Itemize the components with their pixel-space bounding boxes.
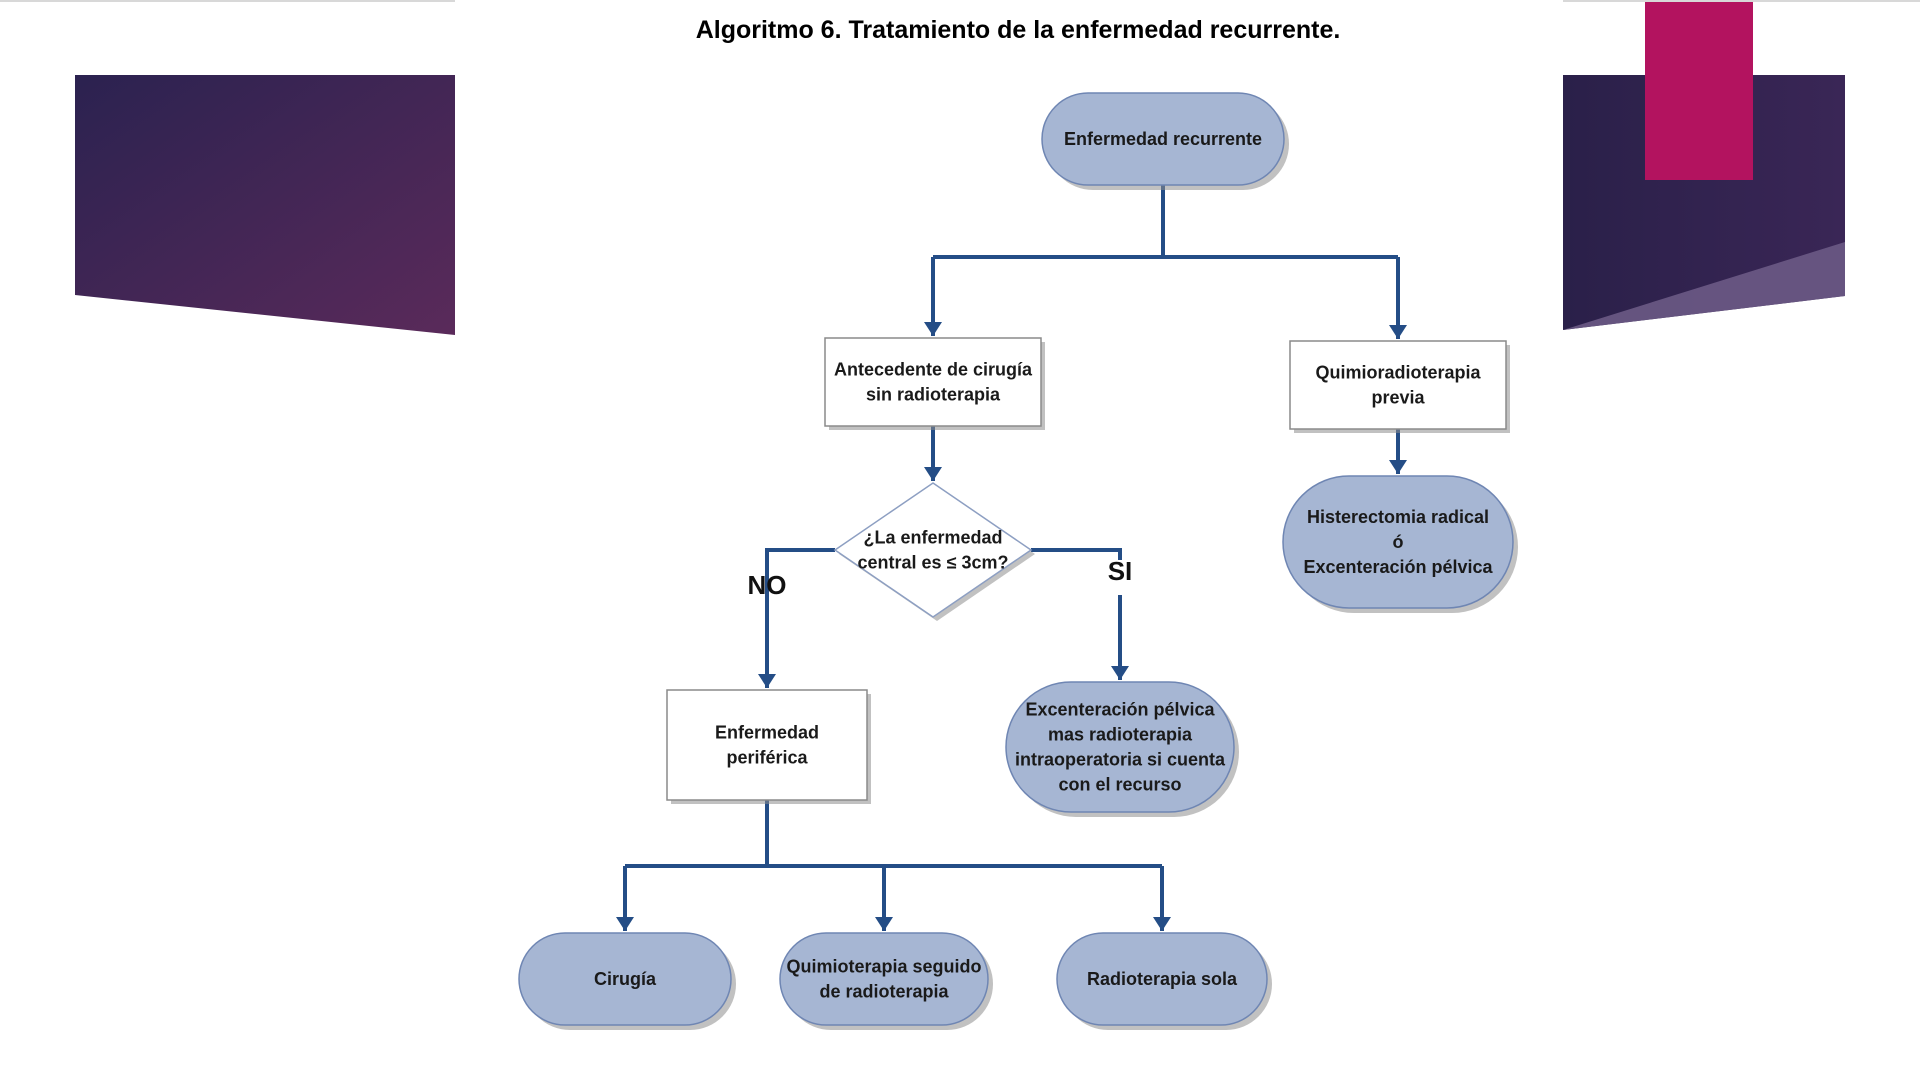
arrowhead — [924, 467, 942, 481]
flowchart-title: Algoritmo 6. Tratamiento de la enfermeda… — [696, 16, 1341, 44]
arrowhead — [758, 674, 776, 688]
arrowhead — [1153, 917, 1171, 931]
arrowhead — [924, 322, 942, 336]
left-header-band — [75, 75, 455, 335]
magenta-accent-tab — [1645, 0, 1753, 180]
node-decision: ¿La enfermedad central es ≤ 3cm? — [833, 482, 1035, 621]
arrowhead — [1389, 460, 1407, 474]
terminal-pill — [779, 932, 989, 1026]
node-label-line: sin radioterapia — [866, 385, 1001, 405]
node-label-line: central es ≤ 3cm? — [858, 553, 1009, 573]
node-label-line: previa — [1371, 388, 1425, 408]
node-label-line: Cirugía — [594, 969, 657, 989]
flowchart-branch-labels: NO SI — [748, 556, 1133, 600]
right-band-highlight — [1563, 242, 1845, 330]
edge-decision-yes-upper — [1031, 548, 1122, 560]
terminal-pill — [518, 932, 732, 1026]
branch-label-no: NO — [748, 570, 787, 600]
node-label-line: periférica — [726, 748, 808, 768]
node-label-line: Excenteración pélvica — [1303, 557, 1493, 577]
node-label-line: Antecedente de cirugía — [834, 360, 1033, 380]
node-label-line: Enfermedad recurrente — [1064, 129, 1262, 149]
node-label-line: mas radioterapia — [1048, 725, 1193, 745]
node-label-line: Quimioterapia seguido — [786, 957, 981, 977]
arrowhead — [1389, 325, 1407, 339]
flowchart-diagram: Algoritmo 6. Tratamiento de la enfermeda… — [518, 16, 1518, 1030]
node-pelvic-exenteration: Excenteración pélvica mas radioterapia int… — [1005, 681, 1239, 817]
node-surgery: Cirugía — [518, 932, 736, 1030]
node-prior-chemoradio: Quimioradioterapia previa — [1289, 340, 1510, 433]
process-box — [824, 337, 1042, 427]
node-label-line: Histerectomia radical — [1307, 507, 1489, 527]
node-radio-only: Radioterapia sola — [1056, 932, 1272, 1030]
node-label-line: ó — [1393, 532, 1404, 552]
node-label-line: ¿La enfermedad — [863, 528, 1002, 548]
branch-label-yes: SI — [1108, 556, 1133, 586]
node-recurrent: Enfermedad recurrente — [1041, 92, 1289, 190]
flowchart-edges — [616, 185, 1407, 931]
terminal-pill — [1056, 932, 1268, 1026]
node-label-line: intraoperatoria si cuenta — [1015, 750, 1226, 770]
node-label-line: Enfermedad — [715, 723, 819, 743]
process-box — [1289, 340, 1507, 430]
flowchart-figure: Algoritmo 6. Tratamiento de la enfermeda… — [455, 0, 1563, 1080]
node-surgery-history: Antecedente de cirugía sin radioterapia — [824, 337, 1045, 430]
arrowhead — [875, 917, 893, 931]
edge-decision-no — [765, 548, 835, 688]
terminal-pill — [1041, 92, 1285, 186]
decision-diamond — [833, 482, 1033, 618]
node-label-line: de radioterapia — [819, 982, 949, 1002]
node-label-line: Radioterapia sola — [1087, 969, 1238, 989]
arrowhead — [616, 917, 634, 931]
node-peripheral: Enfermedad periférica — [666, 689, 871, 804]
node-label-line: Excenteración pélvica — [1025, 700, 1215, 720]
terminal-pill — [1282, 475, 1514, 609]
node-label-line: con el recurso — [1058, 775, 1181, 795]
arrowhead — [1111, 666, 1129, 680]
process-box — [666, 689, 868, 801]
node-label-line: Quimioradioterapia — [1315, 363, 1481, 383]
terminal-pill — [1005, 681, 1235, 813]
node-chemo-then-radio: Quimioterapia seguido de radioterapia — [779, 932, 993, 1030]
